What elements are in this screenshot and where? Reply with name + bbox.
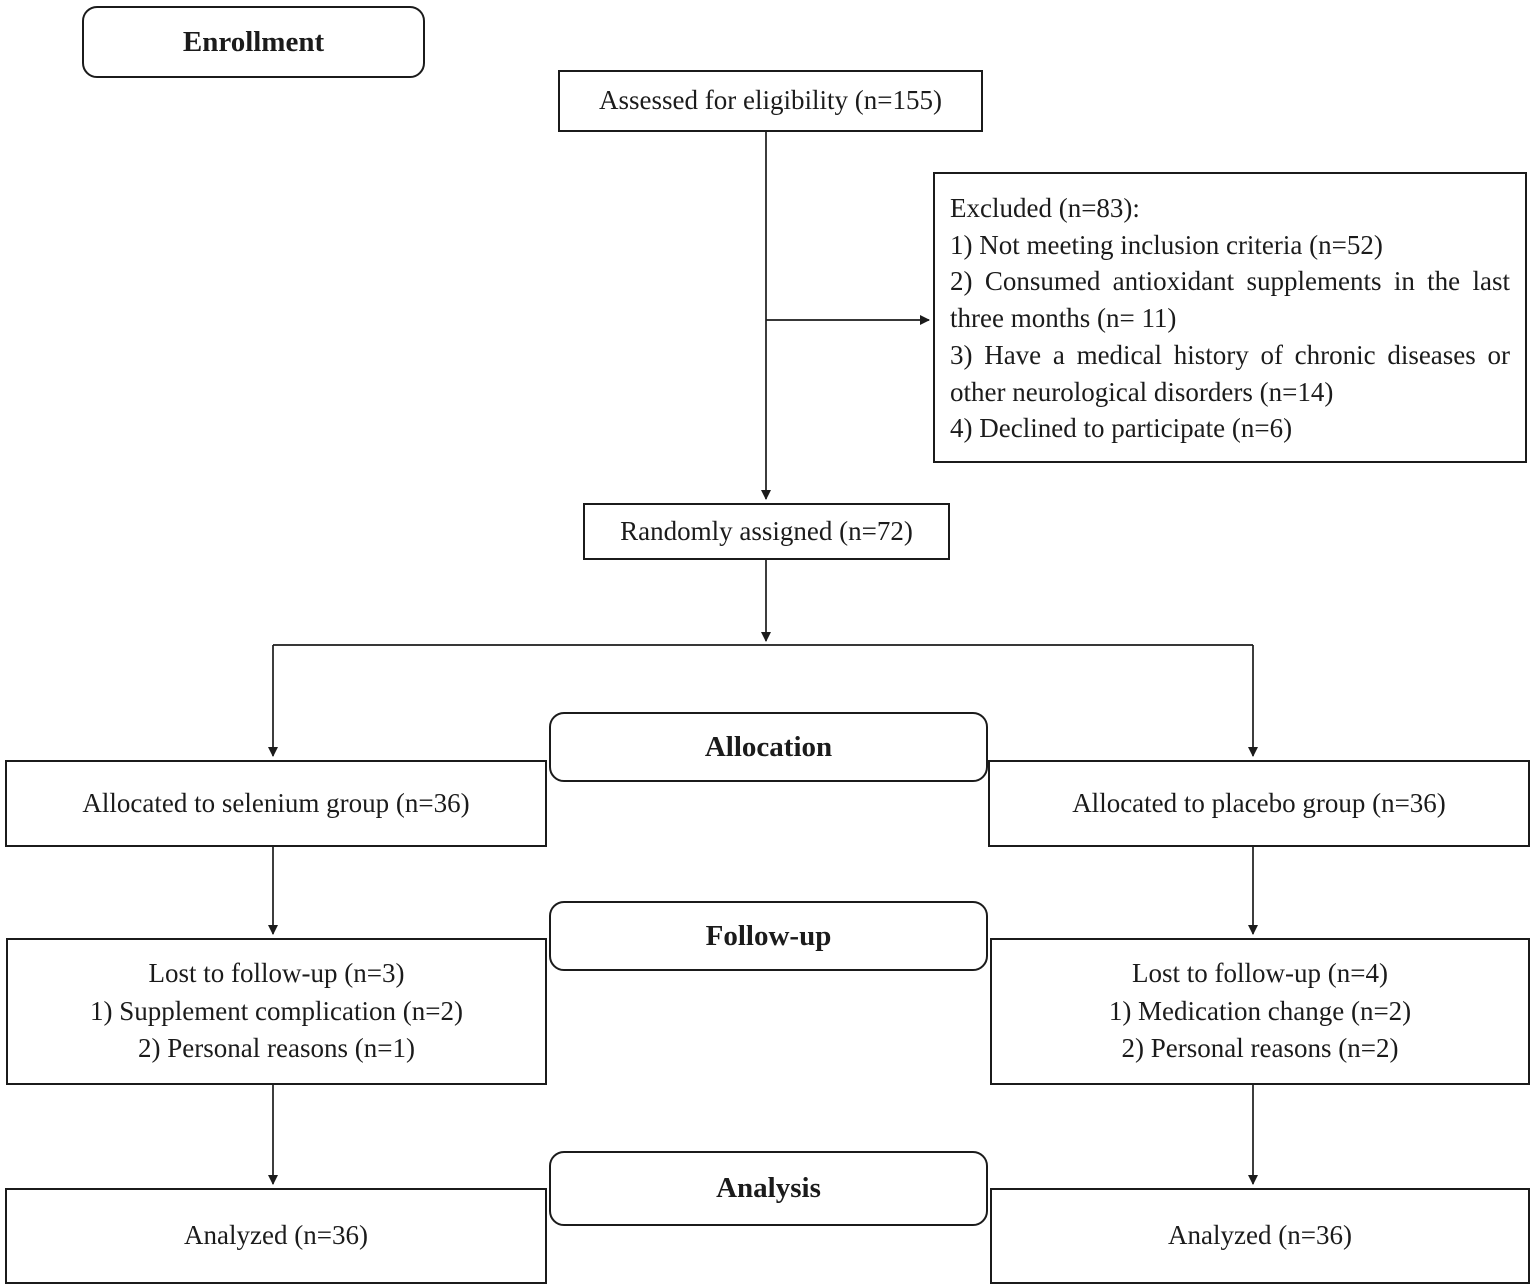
excluded-box: Excluded (n=83): 1) Not meeting inclusio… bbox=[933, 172, 1527, 463]
stage-enrollment-label: Enrollment bbox=[182, 25, 325, 58]
allocated-placebo-box: Allocated to placebo group (n=36) bbox=[988, 760, 1530, 847]
allocated-selenium-box: Allocated to selenium group (n=36) bbox=[5, 760, 547, 847]
stage-allocation: Allocation bbox=[549, 712, 988, 782]
lost-selenium-item: 1) Supplement complication (n=2) bbox=[90, 995, 463, 1026]
stage-allocation-label: Allocation bbox=[704, 730, 833, 763]
analyzed-selenium-label: Analyzed (n=36) bbox=[184, 1220, 368, 1251]
allocated-placebo-label: Allocated to placebo group (n=36) bbox=[1072, 787, 1446, 818]
lost-followup-selenium-box: Lost to follow-up (n=3) 1) Supplement co… bbox=[6, 938, 547, 1085]
assessed-box: Assessed for eligibility (n=155) bbox=[558, 70, 983, 132]
excluded-item: 4) Declined to participate (n=6) bbox=[950, 413, 1293, 444]
stage-enrollment: Enrollment bbox=[82, 6, 425, 78]
randomized-label: Randomly assigned (n=72) bbox=[620, 515, 913, 546]
lost-selenium-item: 2) Personal reasons (n=1) bbox=[138, 1033, 415, 1064]
lost-placebo-item: 2) Personal reasons (n=2) bbox=[1121, 1033, 1399, 1064]
excluded-item: 3) Have a medical history of chronic dis… bbox=[950, 339, 1510, 407]
lost-followup-placebo-box: Lost to follow-up (n=4) 1) Medication ch… bbox=[990, 938, 1530, 1085]
assessed-label: Assessed for eligibility (n=155) bbox=[599, 85, 942, 116]
stage-followup: Follow-up bbox=[549, 901, 988, 971]
lost-selenium-title: Lost to follow-up (n=3) bbox=[148, 957, 405, 988]
excluded-title: Excluded (n=83): bbox=[950, 193, 1140, 223]
randomized-box: Randomly assigned (n=72) bbox=[583, 503, 950, 560]
analyzed-placebo-box: Analyzed (n=36) bbox=[990, 1188, 1530, 1284]
lost-placebo-title: Lost to follow-up (n=4) bbox=[1132, 957, 1388, 988]
analyzed-selenium-box: Analyzed (n=36) bbox=[5, 1188, 547, 1284]
allocated-selenium-label: Allocated to selenium group (n=36) bbox=[82, 787, 470, 818]
stage-analysis: Analysis bbox=[549, 1151, 988, 1226]
excluded-item: 1) Not meeting inclusion criteria (n=52) bbox=[950, 229, 1383, 260]
excluded-item: 2) Consumed antioxidant supplements in t… bbox=[950, 266, 1510, 334]
stage-analysis-label: Analysis bbox=[716, 1172, 821, 1205]
lost-placebo-item: 1) Medication change (n=2) bbox=[1108, 995, 1412, 1026]
stage-followup-label: Follow-up bbox=[705, 919, 832, 952]
analyzed-placebo-label: Analyzed (n=36) bbox=[1168, 1220, 1352, 1251]
